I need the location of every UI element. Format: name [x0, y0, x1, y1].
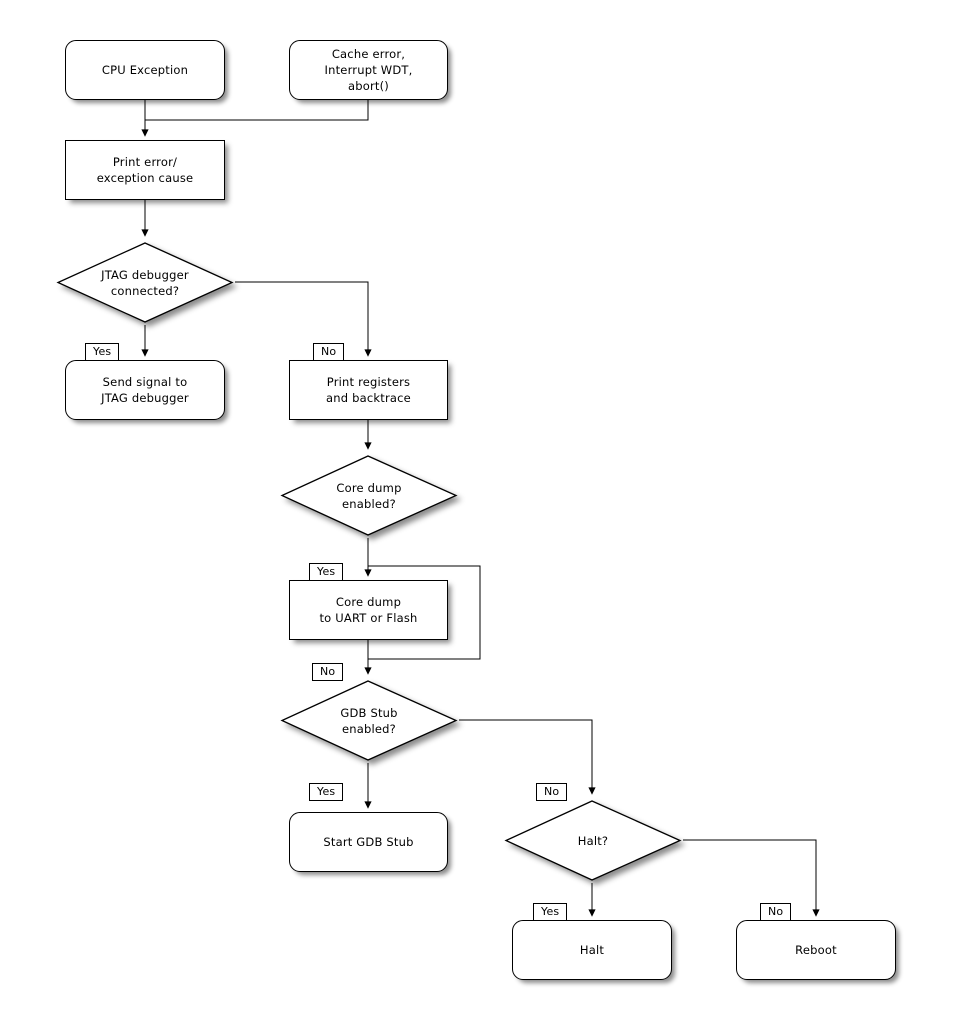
gdb-stub-diamond-shape	[280, 680, 458, 761]
node-send-signal[interactable]: Send signal to JTAG debugger	[65, 360, 225, 420]
node-halt[interactable]: Halt	[512, 920, 672, 980]
node-gdb-stub-enabled[interactable]: GDB Stub enabled?	[279, 678, 459, 763]
halt-diamond-shape	[504, 800, 682, 881]
edge-halt-no	[683, 839, 820, 917]
node-halt-decision[interactable]: Halt?	[503, 798, 683, 883]
edge-label-jtag-no: No	[313, 343, 345, 361]
node-gdb-stub-enabled-label: GDB Stub enabled?	[340, 705, 398, 736]
core-dump-diamond-shape	[280, 455, 458, 536]
edge-label-halt-no: No	[760, 903, 792, 921]
node-reboot[interactable]: Reboot	[736, 920, 896, 980]
node-print-registers[interactable]: Print registers and backtrace	[289, 360, 448, 420]
edge-label-coredump-yes: Yes	[309, 563, 344, 581]
edge-cache-to-merge	[145, 100, 369, 121]
edge-label-gdbstub-no: No	[536, 783, 568, 801]
node-cpu-exception[interactable]: CPU Exception	[65, 40, 225, 100]
jtag-diamond-shape	[56, 242, 234, 323]
edge-label-jtag-yes: Yes	[85, 343, 120, 361]
node-core-dump-write[interactable]: Core dump to UART or Flash	[289, 580, 448, 640]
edge-label-gdbstub-yes: Yes	[309, 783, 344, 801]
node-start-gdb-stub[interactable]: Start GDB Stub	[289, 812, 448, 872]
node-halt-decision-label: Halt?	[577, 833, 609, 848]
edge-label-coredump-no: No	[312, 663, 344, 681]
node-print-error[interactable]: Print error/ exception cause	[65, 140, 225, 200]
node-cache-error[interactable]: Cache error, Interrupt WDT, abort()	[289, 40, 448, 100]
edge-coredump-no	[368, 565, 481, 660]
node-jtag-connected[interactable]: JTAG debugger connected?	[55, 240, 235, 325]
node-jtag-connected-label: JTAG debugger connected?	[101, 267, 189, 298]
edge-label-halt-yes: Yes	[533, 903, 568, 921]
edge-jtag-no	[235, 281, 372, 357]
node-core-dump-enabled-label: Core dump enabled?	[336, 480, 402, 511]
edge-gdbstub-no	[459, 719, 596, 795]
node-core-dump-enabled[interactable]: Core dump enabled?	[279, 453, 459, 538]
